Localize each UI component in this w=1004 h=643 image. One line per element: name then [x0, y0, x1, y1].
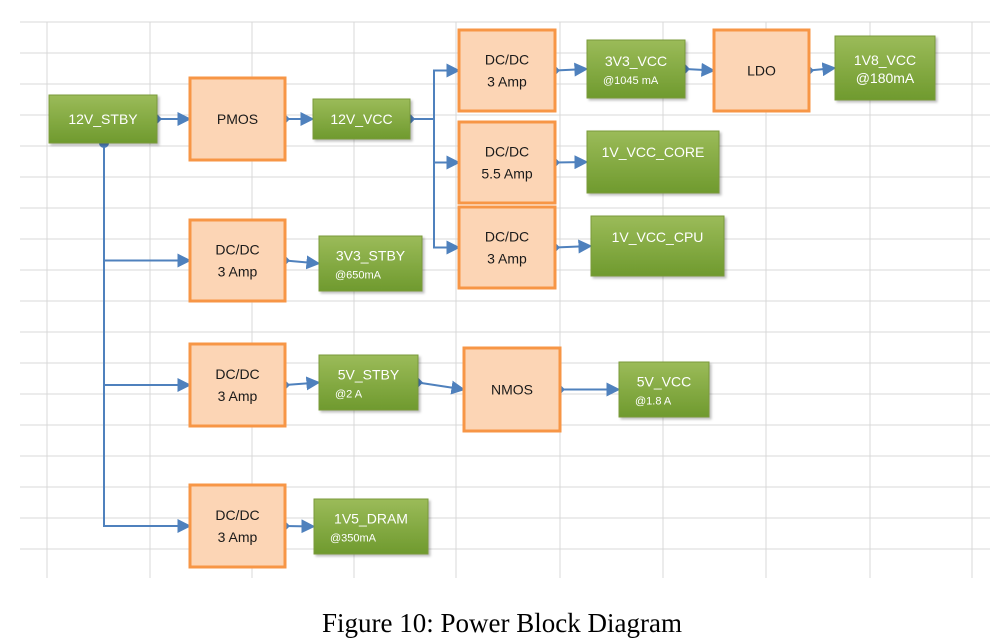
power-block-diagram: 12V_STBY PMOS 12V_VCC DC/DC 3 Amp 3V3_VCC @104…	[20, 21, 990, 578]
converter-box	[188, 483, 287, 569]
converter-box	[188, 342, 287, 428]
block-label: 3V3_STBY	[336, 248, 406, 264]
rail-box	[618, 361, 710, 418]
block-label: 1V_VCC_CORE	[602, 144, 705, 160]
block-label: 1V8_VCC	[854, 52, 916, 68]
block-label: 12V_STBY	[68, 111, 138, 127]
rail-block-n3v3_stby: 3V3_STBY @650mA	[318, 235, 423, 292]
rail-block-n12v_stby: 12V_STBY	[48, 94, 158, 144]
converter-block-dcdc_cpu: DC/DC 3 Amp	[457, 205, 557, 290]
rail-block-n1v_cpu: 1V_VCC_CPU	[590, 215, 725, 277]
block-sublabel: @1.8 A	[635, 396, 672, 408]
rail-block-n5v_vcc: 5V_VCC @1.8 A	[618, 361, 710, 418]
converter-box	[462, 346, 562, 433]
rail-box	[48, 94, 158, 144]
edge-n12v_vcc-to-dcdc_cpu	[410, 118, 461, 255]
converter-block-pmos: PMOS	[188, 76, 287, 162]
block-sublabel: @2 A	[335, 389, 363, 401]
rail-box	[318, 235, 423, 292]
block-label: 1V_VCC_CPU	[612, 229, 704, 245]
rail-block-n1v5_dram: 1V5_DRAM @350mA	[313, 498, 429, 555]
rail-box	[312, 98, 411, 140]
converter-box	[712, 28, 811, 113]
rail-box	[586, 39, 686, 99]
block-label: DC/DC	[215, 507, 259, 523]
converter-block-dcdc_3v3: DC/DC 3 Amp	[457, 28, 557, 113]
rail-block-n1v_core: 1V_VCC_CORE	[586, 130, 720, 194]
block-label: NMOS	[491, 382, 533, 398]
converter-block-dcdc_core: DC/DC 5.5 Amp	[457, 120, 557, 205]
blocks: 12V_STBY PMOS 12V_VCC DC/DC 3 Amp 3V3_VCC @104…	[48, 28, 936, 569]
converter-block-ldo: LDO	[712, 28, 811, 113]
block-sublabel: 3 Amp	[218, 529, 258, 545]
rail-block-n3v3_vcc: 3V3_VCC @1045 mA	[586, 39, 686, 99]
edge-ldo-to-n1v8_vcc	[808, 62, 837, 77]
block-sublabel: @350mA	[330, 533, 377, 545]
edge-n3v3_vcc-to-ldo	[684, 62, 716, 77]
rail-block-n12v_vcc: 12V_VCC	[312, 98, 411, 140]
rail-box	[590, 215, 725, 277]
block-sublabel: @650mA	[335, 270, 382, 282]
block-sublabel: 3 Amp	[218, 264, 258, 280]
converter-box	[457, 28, 557, 113]
block-label: 12V_VCC	[330, 111, 392, 127]
rail-box	[318, 354, 419, 411]
block-label: 5V_VCC	[637, 374, 691, 390]
rail-box	[313, 498, 429, 555]
edge-n12v_stby-to-dcdc_3v3stby	[103, 143, 192, 268]
block-label: LDO	[747, 63, 776, 79]
edge-dcdc_cpu-to-n1v_cpu	[554, 239, 593, 254]
block-sublabel: @1045 mA	[603, 75, 659, 87]
rail-box	[586, 130, 720, 194]
converter-block-dcdc_1v5: DC/DC 3 Amp	[188, 483, 287, 569]
block-label: DC/DC	[485, 52, 529, 68]
edge-n5v_stby-to-nmos	[417, 380, 466, 395]
edge-n12v_stby-to-dcdc_5v	[103, 143, 192, 392]
block-label: 5V_STBY	[338, 367, 400, 383]
converter-box	[188, 76, 287, 162]
edge-n12v_vcc-to-dcdc_3v3	[410, 63, 461, 120]
edge-dcdc_3v3stby-to-n3v3_stby	[284, 255, 321, 270]
block-label: DC/DC	[485, 229, 529, 245]
rail-block-n1v8_vcc: 1V8_VCC @180mA	[834, 35, 936, 101]
block-sublabel: 5.5 Amp	[481, 166, 533, 182]
rail-box	[834, 35, 936, 101]
converter-box	[457, 120, 557, 205]
block-sublabel: 3 Amp	[218, 388, 258, 404]
edge-n12v_stby-to-dcdc_1v5	[103, 143, 192, 533]
block-label: PMOS	[217, 111, 258, 127]
converter-block-nmos: NMOS	[462, 346, 562, 433]
block-label: 3V3_VCC	[605, 53, 667, 69]
converter-box	[457, 205, 557, 290]
rail-block-n5v_stby: 5V_STBY @2 A	[318, 354, 419, 411]
block-sublabel: 3 Amp	[487, 251, 527, 267]
converter-block-dcdc_3v3stby: DC/DC 3 Amp	[188, 218, 287, 303]
block-label: 1V5_DRAM	[334, 511, 408, 527]
block-sublabel: @180mA	[856, 70, 915, 86]
edge-dcdc_3v3-to-n3v3_vcc	[554, 62, 589, 77]
block-label: DC/DC	[215, 242, 259, 258]
block-label: DC/DC	[485, 144, 529, 160]
edge-dcdc_core-to-n1v_core	[554, 155, 589, 170]
block-sublabel: 3 Amp	[487, 74, 527, 90]
converter-block-dcdc_5v: DC/DC 3 Amp	[188, 342, 287, 428]
figure-caption: Figure 10: Power Block Diagram	[322, 608, 682, 638]
converter-box	[188, 218, 287, 303]
block-label: DC/DC	[215, 366, 259, 382]
edge-dcdc_5v-to-n5v_stby	[284, 376, 321, 391]
edge-dcdc_1v5-to-n1v5_dram	[284, 519, 316, 534]
